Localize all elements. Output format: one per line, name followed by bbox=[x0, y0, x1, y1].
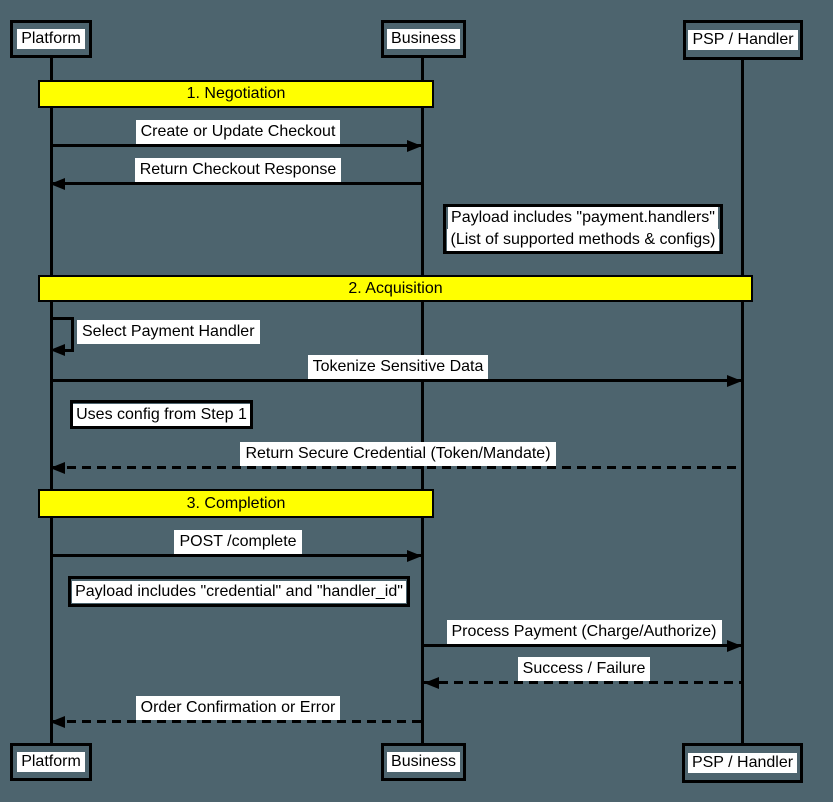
phase-band-acquisition: 2. Acquisition bbox=[38, 275, 753, 302]
arrowhead-right bbox=[727, 375, 742, 387]
phase-band-negotiation: 1. Negotiation bbox=[38, 80, 434, 108]
message-line bbox=[52, 554, 422, 557]
message-line-dashed bbox=[424, 681, 744, 684]
message-line bbox=[52, 379, 742, 382]
lifeline-business bbox=[421, 57, 424, 744]
note-text: Payload includes "payment.handlers" bbox=[448, 207, 718, 229]
message-label-wrap: Return Secure Credential (Token/Mandate) bbox=[52, 442, 744, 466]
message-label: Create or Update Checkout bbox=[135, 120, 341, 144]
message-label-wrap: Tokenize Sensitive Data bbox=[52, 355, 744, 379]
message-label: Process Payment (Charge/Authorize) bbox=[446, 620, 722, 644]
participant-label: PSP / Handler bbox=[688, 30, 798, 50]
participant-platform-bottom: Platform bbox=[10, 743, 92, 781]
message-label: Select Payment Handler bbox=[77, 320, 260, 344]
phase-label: 2. Acquisition bbox=[348, 279, 443, 297]
message-label: Order Confirmation or Error bbox=[135, 696, 341, 720]
message-label: Tokenize Sensitive Data bbox=[307, 355, 489, 379]
message-label-wrap: POST /complete bbox=[52, 530, 424, 554]
participant-label: PSP / Handler bbox=[687, 753, 798, 773]
participant-label: Business bbox=[387, 752, 460, 772]
note-text: Uses config from Step 1 bbox=[73, 403, 250, 426]
message-label: Success / Failure bbox=[517, 657, 651, 681]
message-line bbox=[52, 182, 424, 185]
message-label-wrap: Select Payment Handler bbox=[77, 320, 337, 344]
arrowhead-right bbox=[407, 550, 422, 562]
arrowhead-right bbox=[727, 640, 742, 652]
note-payload-handlers: Payload includes "payment.handlers" (Lis… bbox=[443, 204, 723, 254]
phase-band-completion: 3. Completion bbox=[38, 489, 434, 518]
lifeline-psp bbox=[741, 59, 744, 744]
participant-psp-bottom: PSP / Handler bbox=[682, 743, 803, 783]
arrowhead-left bbox=[424, 677, 439, 689]
self-message-side-line bbox=[71, 317, 74, 352]
self-message-top-line bbox=[52, 317, 74, 320]
message-label-wrap: Success / Failure bbox=[424, 657, 744, 681]
arrowhead-left bbox=[50, 344, 65, 356]
arrowhead-left bbox=[50, 716, 65, 728]
message-line bbox=[424, 644, 742, 647]
message-label-wrap: Process Payment (Charge/Authorize) bbox=[424, 620, 744, 644]
message-line bbox=[52, 144, 422, 147]
participant-business-top: Business bbox=[381, 20, 466, 58]
message-label: Return Secure Credential (Token/Mandate) bbox=[240, 442, 556, 466]
note-text: (List of supported methods & configs) bbox=[447, 229, 719, 251]
phase-label: 3. Completion bbox=[186, 494, 286, 512]
message-label-wrap: Return Checkout Response bbox=[52, 158, 424, 182]
arrowhead-left bbox=[50, 178, 65, 190]
participant-business-bottom: Business bbox=[381, 743, 466, 781]
participant-label: Platform bbox=[17, 752, 85, 772]
note-uses-config: Uses config from Step 1 bbox=[70, 400, 253, 429]
message-label-wrap: Create or Update Checkout bbox=[52, 120, 424, 144]
arrowhead-left bbox=[50, 462, 65, 474]
message-line-dashed bbox=[52, 466, 744, 469]
participant-label: Business bbox=[387, 29, 460, 49]
message-label-wrap: Order Confirmation or Error bbox=[52, 696, 424, 720]
note-text: Payload includes "credential" and "handl… bbox=[72, 580, 406, 603]
phase-label: 1. Negotiation bbox=[186, 85, 286, 102]
lifeline-platform bbox=[50, 57, 53, 744]
message-line-dashed bbox=[52, 720, 424, 723]
participant-platform-top: Platform bbox=[10, 20, 92, 58]
message-label: POST /complete bbox=[174, 530, 302, 554]
participant-psp-top: PSP / Handler bbox=[683, 20, 803, 60]
note-payload-credential: Payload includes "credential" and "handl… bbox=[68, 576, 410, 607]
self-message-bottom-line bbox=[58, 349, 74, 352]
arrowhead-right bbox=[407, 140, 422, 152]
message-label: Return Checkout Response bbox=[134, 158, 342, 182]
participant-label: Platform bbox=[17, 29, 85, 49]
